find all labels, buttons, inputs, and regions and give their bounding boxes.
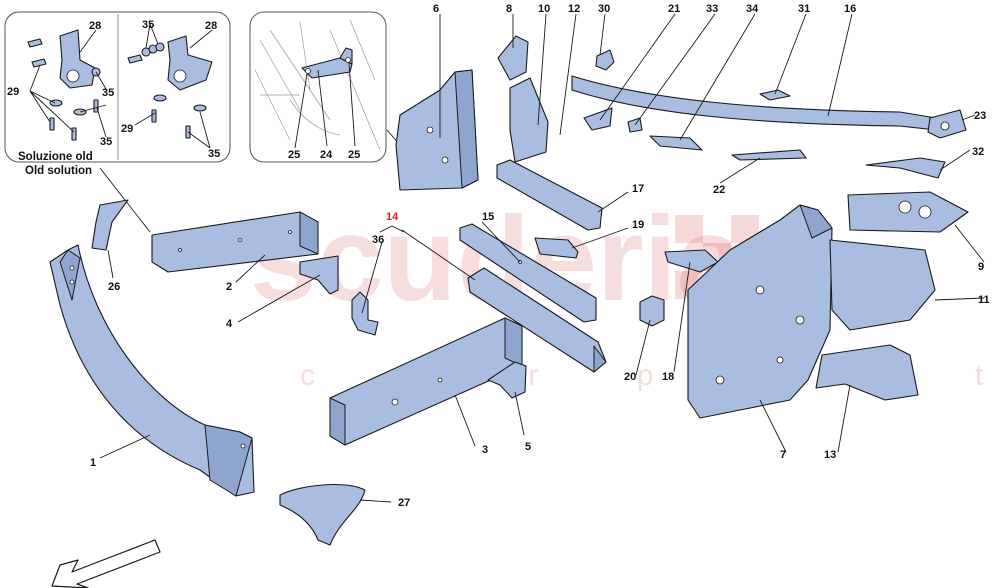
callout-8: 8 xyxy=(506,3,512,15)
part-13-duct xyxy=(815,344,919,401)
callout-35a: 35 xyxy=(142,19,154,31)
part-11-panel xyxy=(829,239,936,331)
callout-11: 11 xyxy=(978,294,990,306)
inset-old-solution-leaders xyxy=(29,23,213,149)
inset-old-solution-frame xyxy=(4,11,231,163)
callout-33: 33 xyxy=(706,3,718,15)
inset-bracket-24 xyxy=(301,57,353,79)
inset-old-solution: 28 28 35 29 35 35 29 35 Soluzione old Ol… xyxy=(4,11,231,177)
part-10-reinforcement xyxy=(509,77,549,163)
part-20-block xyxy=(639,295,665,327)
part-21-bracket xyxy=(583,107,613,131)
part-2-side-member xyxy=(151,211,319,273)
part-16-upper-bar xyxy=(571,75,937,131)
callout-22: 22 xyxy=(713,184,725,196)
callout-12: 12 xyxy=(568,3,580,15)
callout-numbers: 1 2 4 26 3 5 14 36 15 27 6 8 10 12 17 19… xyxy=(90,3,990,509)
part-31-clip xyxy=(759,89,791,101)
callout-19: 19 xyxy=(632,219,644,231)
callout-14: 14 xyxy=(386,211,399,223)
callout-26: 26 xyxy=(108,281,120,293)
part-26-bracket xyxy=(91,199,129,251)
callout-34: 34 xyxy=(746,3,759,15)
inset-caption-english: Old solution xyxy=(25,165,92,177)
callout-5: 5 xyxy=(525,441,531,453)
part-7-wheelhouse-structure xyxy=(687,204,833,419)
callout-28a: 28 xyxy=(89,20,101,32)
callout-25b: 25 xyxy=(348,149,360,161)
callout-21: 21 xyxy=(668,3,680,15)
inset-caption-italian: Soluzione old xyxy=(18,151,93,163)
part-14-lower-rail xyxy=(467,267,607,373)
part-9-cross-box xyxy=(847,191,969,233)
part-4-bracket xyxy=(299,255,339,295)
leader-lines xyxy=(99,13,985,503)
part-27-underbody-shield xyxy=(279,484,366,546)
callout-24: 24 xyxy=(320,149,333,161)
callout-20: 20 xyxy=(624,371,636,383)
callout-9: 9 xyxy=(978,261,984,273)
callout-7: 7 xyxy=(780,449,786,461)
callout-10: 10 xyxy=(538,3,550,15)
callout-25a: 25 xyxy=(288,149,300,161)
callout-27: 27 xyxy=(398,497,410,509)
part-5-bracket xyxy=(487,361,527,399)
callout-32: 32 xyxy=(972,146,984,158)
inset-vehicle-frame xyxy=(249,11,387,163)
callout-13: 13 xyxy=(824,449,836,461)
callout-1: 1 xyxy=(90,457,96,469)
callout-35d: 35 xyxy=(208,148,220,160)
part-17-tie-rod xyxy=(496,159,603,231)
part-30-clip xyxy=(595,49,615,71)
callout-30: 30 xyxy=(598,3,610,15)
part-22-strip xyxy=(731,149,807,161)
callout-29a: 29 xyxy=(7,86,19,98)
callout-36: 36 xyxy=(372,234,384,246)
callout-35c: 35 xyxy=(100,136,112,148)
callout-16: 16 xyxy=(844,3,856,15)
callout-23: 23 xyxy=(974,110,986,122)
callout-15: 15 xyxy=(482,211,494,223)
callout-6: 6 xyxy=(433,3,439,15)
part-1-front-crossmember xyxy=(49,244,255,497)
callout-28b: 28 xyxy=(205,20,217,32)
callout-2: 2 xyxy=(226,281,232,293)
hinge-bracket-left xyxy=(27,29,101,141)
callout-3: 3 xyxy=(482,444,488,456)
part-32-strip xyxy=(865,157,946,179)
callout-31: 31 xyxy=(798,3,810,15)
part-6-front-structure xyxy=(395,69,479,191)
callout-29b: 29 xyxy=(121,123,133,135)
part-3-main-rail xyxy=(329,317,523,446)
part-19-plate xyxy=(534,237,579,259)
front-direction-arrow-icon xyxy=(51,539,161,588)
callout-18: 18 xyxy=(662,371,674,383)
part-36-bracket xyxy=(351,291,379,336)
callout-4: 4 xyxy=(226,318,233,330)
part-34-strip xyxy=(649,135,703,151)
inset-vehicle-detail: 25 24 25 xyxy=(249,11,387,163)
part-23-mount xyxy=(927,109,967,139)
callout-35b: 35 xyxy=(102,87,114,99)
part-18-spacer xyxy=(664,249,719,273)
callout-17: 17 xyxy=(632,183,644,195)
